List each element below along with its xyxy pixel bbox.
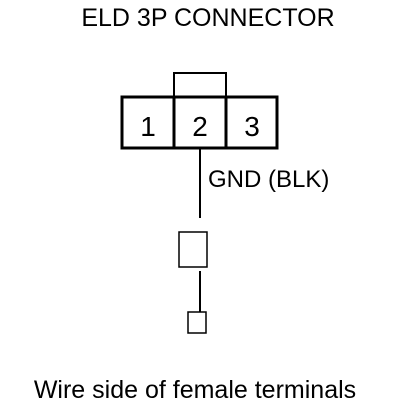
test-probe-symbol — [178, 231, 208, 334]
pin-label-3: 3 — [244, 111, 260, 142]
connector-lock-tab — [173, 72, 227, 98]
connector-housing — [120, 72, 279, 150]
pin-label-1: 1 — [140, 111, 156, 142]
diagram-caption: Wire side of female terminals — [34, 376, 356, 404]
wire-label: GND (BLK) — [208, 166, 329, 193]
probe-tip — [187, 311, 207, 334]
probe-body — [178, 231, 208, 268]
diagram-title: ELD 3P CONNECTOR — [81, 4, 334, 32]
pin-label-2: 2 — [192, 111, 208, 142]
